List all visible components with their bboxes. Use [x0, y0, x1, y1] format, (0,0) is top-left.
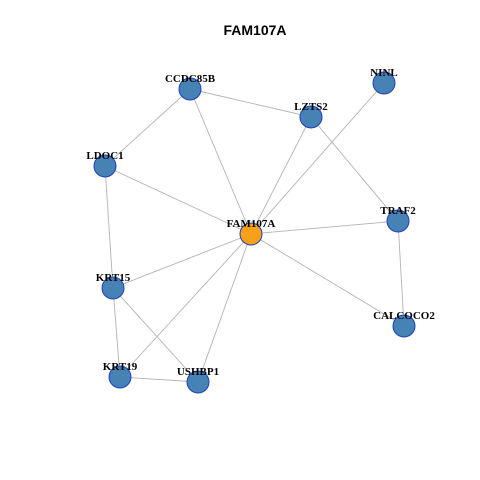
node-label-traf2: TRAF2	[380, 205, 416, 217]
node-label-ccdc85b: CCDC85B	[165, 73, 216, 85]
edge-fam107a-krt19	[119, 233, 252, 378]
nodes-layer	[93, 71, 416, 394]
edge-traf2-calcoco2	[397, 220, 405, 327]
diagram-title: FAM107A	[223, 22, 286, 38]
node-label-krt15: KRT15	[96, 272, 131, 284]
node-label-krt19: KRT19	[103, 361, 138, 373]
node-label-ninl: NINL	[370, 67, 398, 79]
node-calcoco2	[392, 314, 416, 338]
edges-layer	[104, 82, 405, 383]
edge-krt15-krt19	[112, 287, 121, 378]
node-label-ushbp1: USHBP1	[177, 366, 219, 378]
node-ushbp1	[186, 370, 210, 394]
edge-fam107a-ccdc85b	[189, 88, 252, 235]
node-traf2	[386, 209, 410, 233]
node-label-calcoco2: CALCOCO2	[373, 310, 435, 322]
edge-fam107a-krt15	[112, 233, 252, 289]
node-fam107a	[239, 222, 263, 246]
node-krt15	[101, 276, 125, 300]
node-label-fam107a: FAM107A	[227, 218, 276, 230]
node-ldoc1	[93, 154, 117, 178]
edge-ldoc1-krt15	[104, 165, 114, 289]
node-ccdc85b	[178, 77, 202, 101]
edge-fam107a-lzts2	[250, 116, 312, 235]
node-krt19	[108, 365, 132, 389]
edge-ccdc85b-ldoc1	[104, 88, 191, 167]
node-ninl	[372, 71, 396, 95]
node-label-ldoc1: LDOC1	[86, 150, 123, 162]
edge-fam107a-ldoc1	[104, 165, 252, 235]
edge-fam107a-ninl	[250, 82, 385, 235]
edge-lzts2-traf2	[310, 116, 399, 222]
node-lzts2	[299, 105, 323, 129]
edge-krt15-ushbp1	[112, 287, 199, 383]
edge-krt19-ushbp1	[119, 376, 199, 383]
edge-fam107a-calcoco2	[250, 233, 405, 327]
node-label-lzts2: LZTS2	[294, 101, 328, 113]
edge-fam107a-traf2	[250, 220, 399, 235]
labels-layer: FAM107A CCDC85B NINL LZTS2LDOC1TRAF2KRT15CA…	[86, 67, 435, 378]
edge-fam107a-ushbp1	[197, 233, 252, 383]
edge-ccdc85b-lzts2	[189, 88, 312, 118]
